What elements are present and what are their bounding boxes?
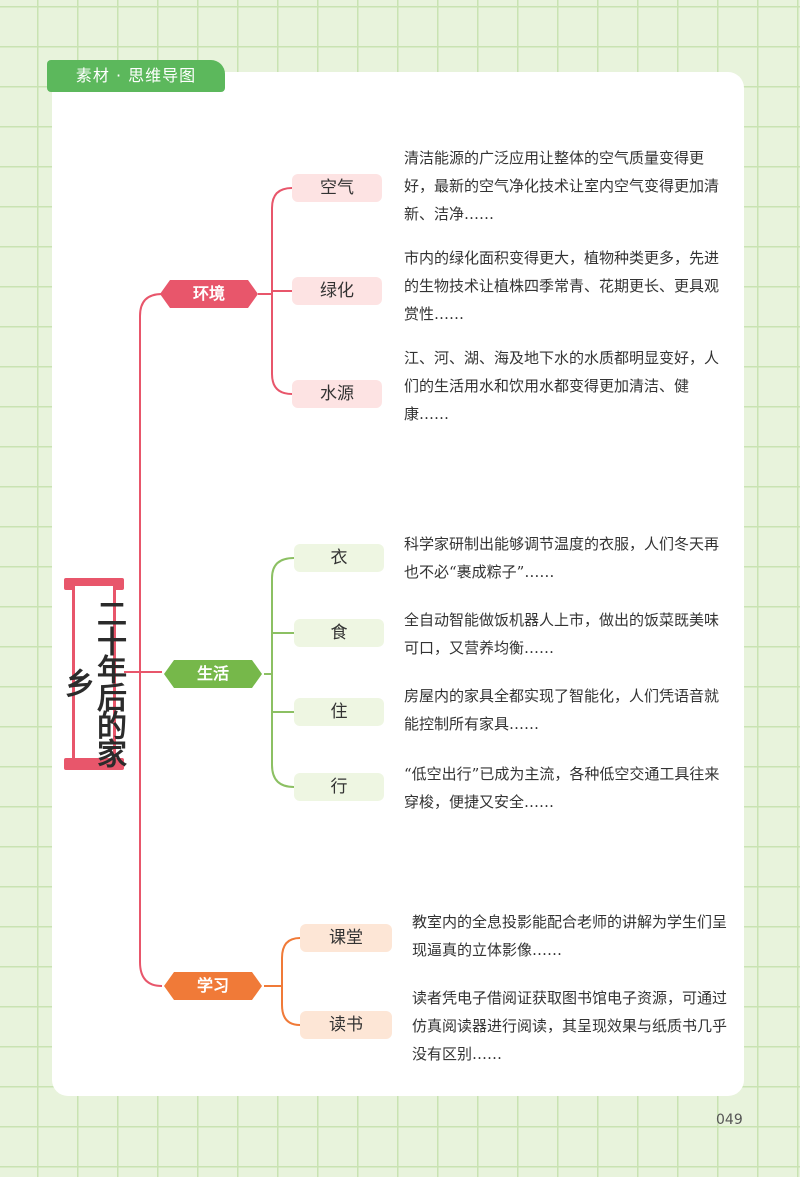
desc-food: 全自动智能做饭机器人上市，做出的饭菜既美味可口，又营养均衡…… (404, 611, 720, 657)
desc-housing: 房屋内的家具全都实现了智能化，人们凭语音就能控制所有家具…… (404, 687, 720, 733)
desc-greening: 市内的绿化面积变得更大，植物种类更多，先进的生物技术让植株四季常青、花期更长、更… (404, 249, 720, 323)
root-panel (72, 586, 116, 762)
section-header-tab: 素材 · 思维导图 (47, 60, 225, 92)
connector-root-trunk (124, 293, 163, 987)
root-bottom-bar (64, 758, 124, 770)
desc-reading: 读者凭电子借阅证获取图书馆电子资源，可通过仿真阅读器进行阅读，其呈现效果与纸质书… (412, 989, 728, 1063)
leaf-greening: 绿化 (292, 277, 382, 305)
leaf-food: 食 (294, 619, 384, 647)
content-card (52, 72, 744, 1096)
category-environment: 环境 (160, 280, 258, 308)
connector-life (264, 557, 295, 788)
leaf-travel: 行 (294, 773, 384, 801)
root-title: 二十年后的家乡 (59, 598, 126, 766)
connector-study (264, 937, 301, 1026)
desc-travel: “低空出行”已成为主流，各种低空交通工具往来穿梭，便捷又安全…… (404, 765, 720, 811)
leaf-classroom: 课堂 (300, 924, 392, 952)
category-life: 生活 (164, 660, 262, 688)
root-node: 二十年后的家乡 (59, 578, 126, 770)
page-number: 049 (716, 1112, 743, 1128)
desc-clothing: 科学家研制出能够调节温度的衣服，人们冬天再也不必“裹成粽子”…… (404, 535, 720, 581)
desc-air: 清洁能源的广泛应用让整体的空气质量变得更好，最新的空气净化技术让室内空气变得更加… (404, 149, 720, 223)
desc-classroom: 教室内的全息投影能配合老师的讲解为学生们呈现逼真的立体影像…… (412, 913, 728, 959)
desc-water: 江、河、湖、海及地下水的水质都明显变好，人们的生活用水和饮用水都变得更加清洁、健… (404, 349, 720, 423)
connector-env (258, 187, 293, 395)
leaf-water: 水源 (292, 380, 382, 408)
leaf-air: 空气 (292, 174, 382, 202)
leaf-clothing: 衣 (294, 544, 384, 572)
category-study: 学习 (164, 972, 262, 1000)
leaf-reading: 读书 (300, 1011, 392, 1039)
leaf-housing: 住 (294, 698, 384, 726)
